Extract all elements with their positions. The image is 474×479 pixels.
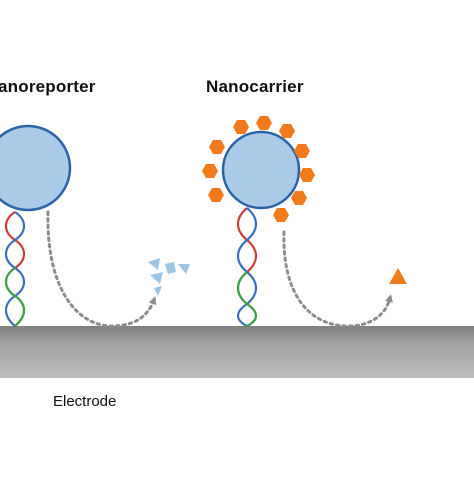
dna-strand-left [4, 211, 26, 327]
dotted-curved-arrow-icon [46, 210, 157, 328]
hexagon-icon [256, 116, 272, 130]
hexagon-icon [209, 140, 225, 154]
nanoparticle-right [221, 130, 301, 210]
nanoparticle-left [0, 124, 72, 212]
electrode-surface [0, 326, 474, 378]
dotted-curved-arrow-icon [282, 230, 393, 328]
payload-hexagons [202, 116, 315, 222]
panel-title-right: Nanocarrier [206, 77, 304, 96]
hexagon-icon [291, 191, 307, 205]
hexagon-icon [233, 120, 249, 134]
hexagon-icon [208, 188, 224, 202]
electrode-label: Electrode [53, 393, 117, 410]
hexagon-icon [299, 168, 315, 182]
reporter-fragments-icon [148, 258, 190, 296]
panel-title-left: anoreporter [0, 77, 96, 96]
triangle-icon [389, 268, 407, 284]
hexagon-icon [202, 164, 218, 178]
dna-strand-right [236, 207, 258, 327]
hexagon-icon [279, 124, 295, 138]
hexagon-icon [294, 144, 310, 158]
hexagon-icon [273, 208, 289, 222]
